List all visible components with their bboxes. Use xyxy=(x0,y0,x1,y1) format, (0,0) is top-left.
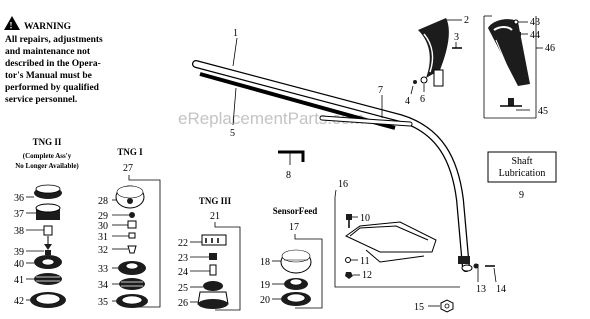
shaft-box-line-2: Lubrication xyxy=(499,168,546,179)
part-label-12: 12 xyxy=(362,270,372,281)
part-43-screw xyxy=(513,19,519,25)
part-label-41: 41 xyxy=(14,275,24,286)
part-label-6: 6 xyxy=(420,94,425,105)
part-label-32: 32 xyxy=(98,245,108,256)
part-39-adapter xyxy=(45,250,51,255)
part-label-19: 19 xyxy=(260,280,270,291)
warning-block: ! WARNING All repairs, adjustments and m… xyxy=(4,16,103,105)
part-13-clamp xyxy=(458,256,470,264)
deflector-assembly xyxy=(345,214,495,279)
tng1-group: TNG I 27 28 29 30 31 32 33 34 35 xyxy=(98,147,161,308)
part-4-screw xyxy=(413,80,417,84)
tng3-group: TNG III 21 22 23 24 25 26 xyxy=(178,196,241,311)
part-label-46: 46 xyxy=(545,43,555,54)
shaft-lubrication-box xyxy=(487,151,557,183)
part-label-7: 7 xyxy=(378,85,383,96)
part-29-washer xyxy=(129,212,135,218)
tng2-group: TNG II (Complete Ass'y No Longer Availab… xyxy=(14,137,79,308)
handle-assembly xyxy=(413,18,462,87)
part-label-18: 18 xyxy=(260,257,270,268)
part-label-15: 15 xyxy=(414,302,424,313)
sensorfeed-number: 17 xyxy=(289,222,299,233)
part-25-hub xyxy=(203,281,223,291)
warning-triangle-icon xyxy=(4,16,20,30)
part-label-34: 34 xyxy=(98,280,108,291)
part-label-11: 11 xyxy=(360,256,370,267)
part-label-40: 40 xyxy=(14,259,24,270)
part-label-3: 3 xyxy=(454,32,459,43)
part-label-42: 42 xyxy=(14,296,24,307)
part-label-13: 13 xyxy=(476,284,486,295)
part-11-washer xyxy=(345,257,351,263)
part-41-spring xyxy=(34,273,62,285)
warning-line-6: service personnel. xyxy=(5,95,77,105)
part-15-nut xyxy=(440,299,454,313)
part-label-45: 45 xyxy=(538,106,548,117)
part-label-22: 22 xyxy=(178,238,188,249)
warning-line-2: and maintenance not xyxy=(5,47,91,57)
shaft-end-cap xyxy=(461,264,473,272)
shaft-box-number: 9 xyxy=(519,190,524,201)
part-label-8: 8 xyxy=(286,170,291,181)
part-label-39: 39 xyxy=(14,247,24,258)
tng1-title: TNG I xyxy=(117,147,143,157)
part-label-38: 38 xyxy=(14,226,24,237)
part-label-23: 23 xyxy=(178,253,188,264)
part-6-nut xyxy=(420,76,428,84)
tng3-number: 21 xyxy=(210,211,220,222)
tng2-sub-2: No Longer Available) xyxy=(15,162,79,170)
part-label-20: 20 xyxy=(260,295,270,306)
part-label-14: 14 xyxy=(496,284,506,295)
part-label-44: 44 xyxy=(530,30,540,41)
part-label-24: 24 xyxy=(178,267,188,278)
part-label-2: 2 xyxy=(464,15,469,26)
part-34-spring xyxy=(119,278,145,290)
part-38-insert xyxy=(43,225,53,236)
warning-exclamation: ! xyxy=(10,21,13,31)
part-32-adapter xyxy=(127,245,137,254)
part-label-10: 10 xyxy=(360,213,370,224)
part-label-43: 43 xyxy=(530,17,540,28)
warning-line-3: described in the Opera- xyxy=(5,59,101,69)
sensorfeed-group: SensorFeed 17 18 19 20 xyxy=(260,206,323,309)
sensorfeed-title: SensorFeed xyxy=(273,206,318,216)
tng2-sub-1: (Complete Ass'y xyxy=(23,152,72,160)
part-30-sleeve xyxy=(127,220,137,229)
part-31-insert xyxy=(128,232,136,239)
warning-line-4: tor's Manual must be xyxy=(5,71,92,81)
watermark: eReplacementParts.com xyxy=(178,109,364,128)
warning-title: WARNING xyxy=(24,22,72,32)
part-44-clip xyxy=(515,32,521,36)
part-12-nut xyxy=(345,272,353,279)
part-label-33: 33 xyxy=(98,264,108,275)
part-label-37: 37 xyxy=(14,209,24,220)
part-label-31: 31 xyxy=(98,232,108,243)
warning-line-5: performed by qualified xyxy=(5,83,100,93)
part-22-knob xyxy=(201,234,227,246)
handle-assembly-2 xyxy=(488,19,530,107)
part-label-26: 26 xyxy=(178,298,188,309)
part-label-36: 36 xyxy=(14,193,24,204)
part-label-35: 35 xyxy=(98,297,108,308)
part-8-bracket xyxy=(278,150,305,162)
part-45-bolt xyxy=(508,98,514,106)
warning-line-1: All repairs, adjustments xyxy=(5,35,103,45)
part-23-nut xyxy=(209,253,217,260)
tng3-title: TNG III xyxy=(199,196,232,206)
part-label-4: 4 xyxy=(405,96,410,107)
part-label-5: 5 xyxy=(230,128,235,139)
tng1-number: 27 xyxy=(123,163,133,174)
part-label-1: 1 xyxy=(233,28,238,39)
part-label-16: 16 xyxy=(338,179,348,190)
part-label-25: 25 xyxy=(178,283,188,294)
part-10-screw xyxy=(346,214,352,220)
shaft-box-line-1: Shaft xyxy=(511,156,532,167)
part-label-28: 28 xyxy=(98,196,108,207)
part-label-30: 30 xyxy=(98,221,108,232)
part-24-shaft xyxy=(209,264,217,276)
part-label-29: 29 xyxy=(98,211,108,222)
tng2-title: TNG II xyxy=(33,137,62,147)
